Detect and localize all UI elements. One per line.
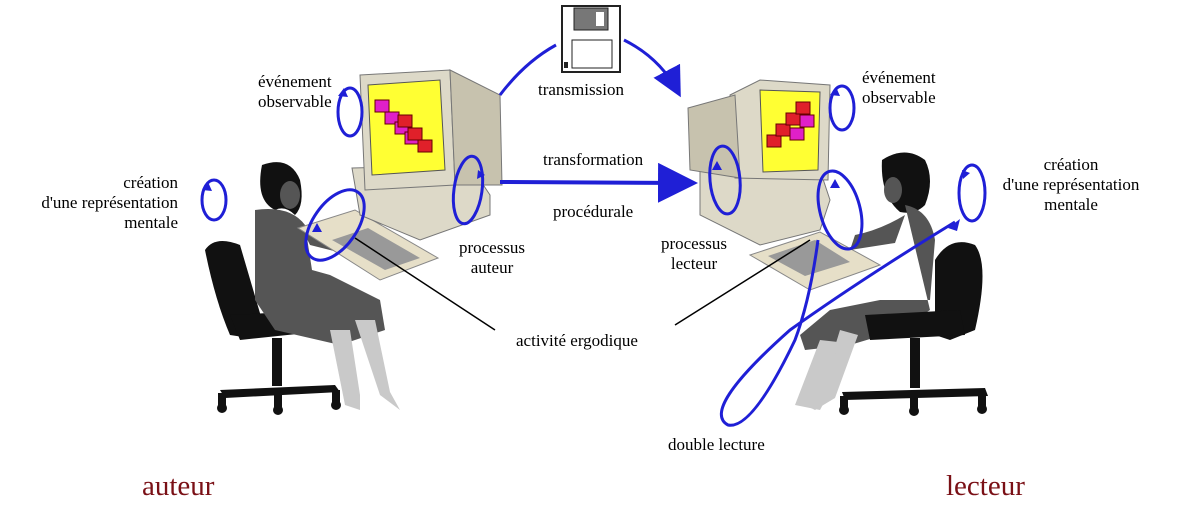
loop-evenement-left bbox=[336, 86, 364, 138]
chair-right-icon bbox=[839, 242, 988, 416]
label-transformation: transformation bbox=[543, 150, 644, 169]
label-transmission: transmission bbox=[538, 80, 624, 99]
transformation-arrow bbox=[499, 162, 698, 203]
pointer-line-right bbox=[674, 239, 811, 326]
role-lecteur: lecteur bbox=[946, 470, 1025, 502]
loop-processus-auteur bbox=[451, 154, 485, 226]
loop-processus-lecteur bbox=[708, 144, 742, 216]
computer-left-icon bbox=[351, 69, 503, 241]
loop-activite-left bbox=[304, 188, 366, 262]
person-auteur-icon bbox=[255, 162, 400, 410]
label-double-lecture: double lecture bbox=[668, 435, 765, 454]
loop-evenement-right bbox=[828, 84, 856, 132]
floppy-disk-icon bbox=[561, 5, 621, 73]
loop-activite-right bbox=[816, 169, 864, 251]
pointer-line-left bbox=[354, 237, 496, 331]
transmission-arrow-left bbox=[498, 43, 557, 96]
transmission-arrow-right bbox=[623, 38, 681, 98]
loop-double-lecture bbox=[719, 220, 956, 427]
loop-creation-left bbox=[200, 178, 228, 222]
label-procedurale: procédurale bbox=[553, 202, 634, 221]
computer-right-icon bbox=[687, 79, 831, 246]
label-activite-ergodique: activité ergodique bbox=[516, 331, 638, 350]
role-auteur: auteur bbox=[142, 470, 215, 502]
loop-creation-right bbox=[957, 163, 987, 223]
